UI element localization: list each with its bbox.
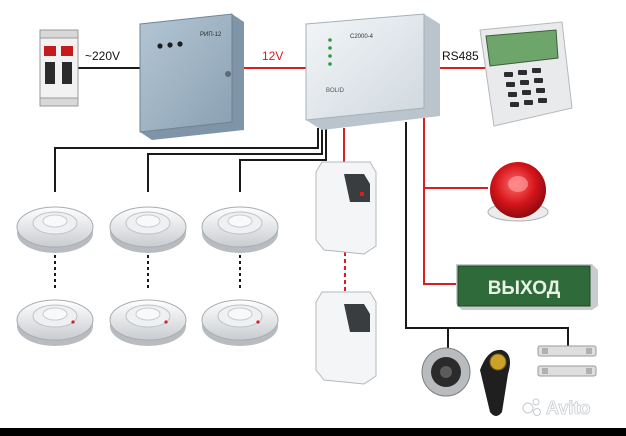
smoke-detector-icon [201, 206, 279, 253]
controller-model-label: С2000-4 [350, 34, 374, 40]
siren-icon [487, 162, 549, 222]
watermark-logo: Avito [522, 398, 591, 418]
smoke-detector-icon [109, 299, 187, 346]
smoke-detector-icon [201, 299, 279, 346]
exit-sign-icon [456, 264, 598, 310]
door-contact-icon [537, 365, 597, 377]
motion-detector-icon [315, 291, 377, 385]
controller-brand-label: BOLID [326, 88, 345, 94]
mains-voltage-label: ~220V [85, 49, 120, 63]
smoke-detector-icon [16, 206, 94, 253]
circuit-breaker-icon [39, 29, 79, 107]
access-wire [405, 122, 569, 346]
smoke-detector-icon [109, 206, 187, 253]
key-reader-icon [421, 347, 471, 397]
loop-wire-3 [239, 128, 327, 192]
exit-sign-label: ВЫХОД [488, 278, 561, 299]
psu-model-label: РИП-12 [200, 32, 222, 38]
smoke-detector-icon [16, 299, 94, 346]
rs485-label: RS485 [442, 49, 479, 63]
watermark-text: Avito [546, 398, 590, 418]
loop-wire-2 [147, 128, 323, 192]
key-fob-icon [480, 349, 510, 416]
door-contact-icon [537, 345, 597, 357]
loop-wire-1 [54, 128, 319, 192]
dc-voltage-label: 12V [262, 49, 283, 63]
keypad-icon [479, 21, 573, 127]
bottom-border [0, 428, 626, 431]
motion-detector-icon [315, 161, 377, 255]
exit-sign-wire [423, 188, 458, 285]
power-supply-icon [139, 13, 244, 140]
wiring [54, 67, 569, 350]
controller-icon [305, 13, 440, 130]
